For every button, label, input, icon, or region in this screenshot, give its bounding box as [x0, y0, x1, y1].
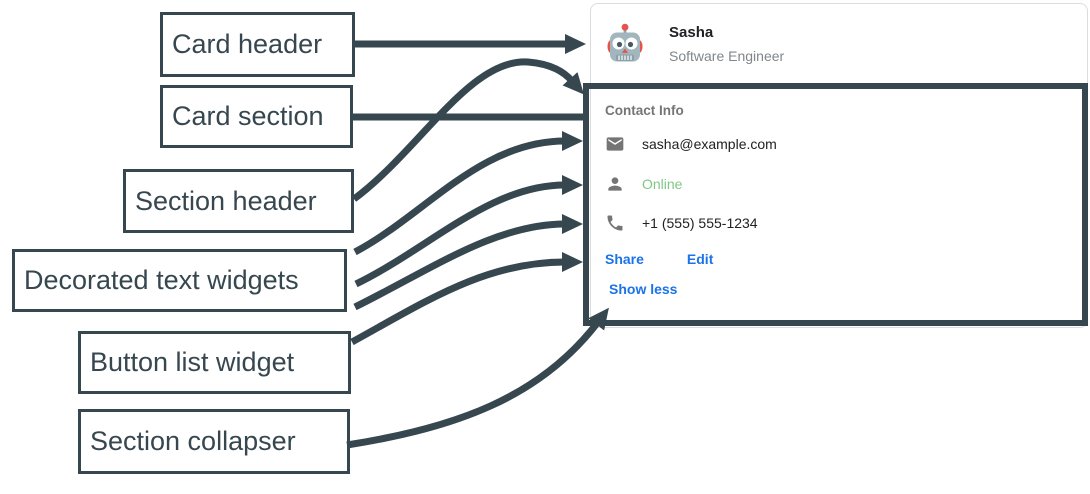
- arrow-decorated-text-3: [353, 214, 583, 311]
- share-button[interactable]: Share: [605, 251, 644, 267]
- label-decorated-text-widgets: Decorated text widgets: [12, 249, 347, 312]
- section-collapser[interactable]: Show less: [609, 281, 678, 297]
- arrow-decorated-text-1: [353, 131, 583, 256]
- card-title: Sasha: [669, 24, 714, 41]
- arrow-decorated-text-2: [354, 175, 583, 288]
- label-card-section: Card section: [160, 85, 353, 148]
- arrow-section-collapser: [346, 307, 609, 449]
- email-icon: [606, 137, 624, 151]
- person-icon: [608, 177, 622, 191]
- decorated-text-phone: +1 (555) 555-1234: [605, 213, 1065, 233]
- label-text: Section header: [135, 185, 317, 216]
- label-text: Card section: [172, 101, 324, 131]
- label-card-header: Card header: [160, 12, 355, 77]
- status-text: Online: [642, 176, 683, 192]
- decorated-text-status: Online: [605, 174, 1065, 194]
- label-section-collapser: Section collapser: [78, 409, 350, 474]
- card-header: Sasha Software Engineer: [591, 4, 1087, 84]
- arrow-button-list: [350, 252, 583, 346]
- section-header: Contact Info: [605, 103, 684, 118]
- label-button-list-widget: Button list widget: [78, 331, 351, 394]
- decorated-text-email: sasha@example.com: [605, 134, 1065, 154]
- label-text: Button list widget: [90, 347, 295, 377]
- arrow-section-header: [351, 58, 584, 202]
- edit-button[interactable]: Edit: [686, 251, 714, 267]
- label-text: Card header: [172, 29, 323, 59]
- label-text: Section collapser: [90, 426, 296, 456]
- contact-card: Sasha Software Engineer: [590, 3, 1088, 328]
- card-header-text: Sasha Software Engineer: [669, 24, 784, 64]
- label-text: Decorated text widgets: [24, 265, 299, 295]
- card-section: Contact Info sasha@example.com Online +1…: [605, 97, 1065, 297]
- button-list: Share Edit: [605, 251, 1065, 267]
- card-subtitle: Software Engineer: [669, 48, 785, 64]
- phone-icon: [607, 215, 623, 231]
- phone-text: +1 (555) 555-1234: [642, 215, 758, 231]
- email-text: sasha@example.com: [642, 136, 777, 152]
- label-section-header: Section header: [123, 169, 354, 233]
- robot-avatar: [607, 23, 643, 62]
